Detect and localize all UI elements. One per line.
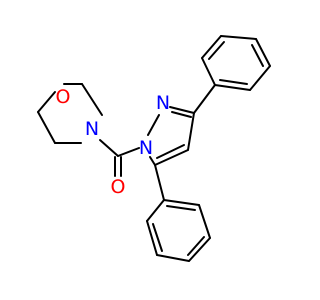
bond-ph1-c bbox=[220, 35, 257, 40]
bond-ph1-inner-2 bbox=[251, 44, 264, 67]
bond-ph1-e bbox=[249, 65, 271, 91]
bond-pyrazole-n2-c3-inner bbox=[171, 111, 192, 118]
bond-morph-o-c1 bbox=[37, 91, 56, 113]
bond-layer bbox=[37, 35, 271, 262]
bond-ph2-d bbox=[188, 237, 211, 262]
structure-drawing: O N O N N bbox=[37, 35, 271, 262]
bond-n-carbonyl bbox=[99, 139, 119, 157]
bond-ph1-inner-3 bbox=[219, 79, 248, 85]
atom-morpholine-nitrogen: N bbox=[85, 118, 99, 140]
bond-ph2-inner-1 bbox=[152, 223, 163, 252]
bond-ph2-e bbox=[198, 204, 211, 239]
bond-carbonyl-n1 bbox=[117, 147, 140, 157]
atom-carbonyl-oxygen: O bbox=[111, 176, 126, 198]
bond-ph2-f bbox=[163, 199, 200, 206]
molecule-diagram: O N O N N bbox=[37, 35, 271, 262]
bond-c3-phenyl bbox=[193, 84, 216, 114]
bond-pyrazole-c3-c4 bbox=[187, 112, 195, 151]
atom-pyrazole-n2: N bbox=[156, 92, 170, 114]
bond-morph-c1-c2 bbox=[37, 111, 56, 144]
bond-pyrazole-n1-n2 bbox=[147, 114, 160, 136]
bond-ph2-c bbox=[156, 254, 190, 262]
bond-ph2-a bbox=[146, 199, 165, 222]
bond-pyrazole-c4-c5-inner bbox=[156, 144, 185, 159]
bond-morph-n-c3 bbox=[81, 83, 103, 116]
atom-pyrazole-n1: N bbox=[139, 137, 153, 159]
atom-morpholine-oxygen: O bbox=[56, 86, 71, 108]
bond-ph2-inner-2 bbox=[187, 236, 205, 256]
bond-pyrazole-c5-n1 bbox=[149, 156, 156, 166]
bond-ph1-b bbox=[201, 35, 222, 59]
bond-ph1-a bbox=[201, 57, 216, 86]
bond-c5-phenyl bbox=[154, 164, 165, 201]
atom-label-layer: O N O N N bbox=[56, 86, 171, 198]
bond-ph2-b bbox=[146, 220, 158, 256]
bond-pyrazole-c4-c5 bbox=[154, 149, 189, 166]
bond-ph2-inner-3 bbox=[166, 205, 196, 211]
bond-ph1-inner-1 bbox=[208, 41, 225, 60]
bond-ph1-f bbox=[214, 84, 251, 91]
bond-ph1-d bbox=[255, 38, 271, 67]
bond-pyrazole-n2-c3 bbox=[169, 106, 195, 114]
